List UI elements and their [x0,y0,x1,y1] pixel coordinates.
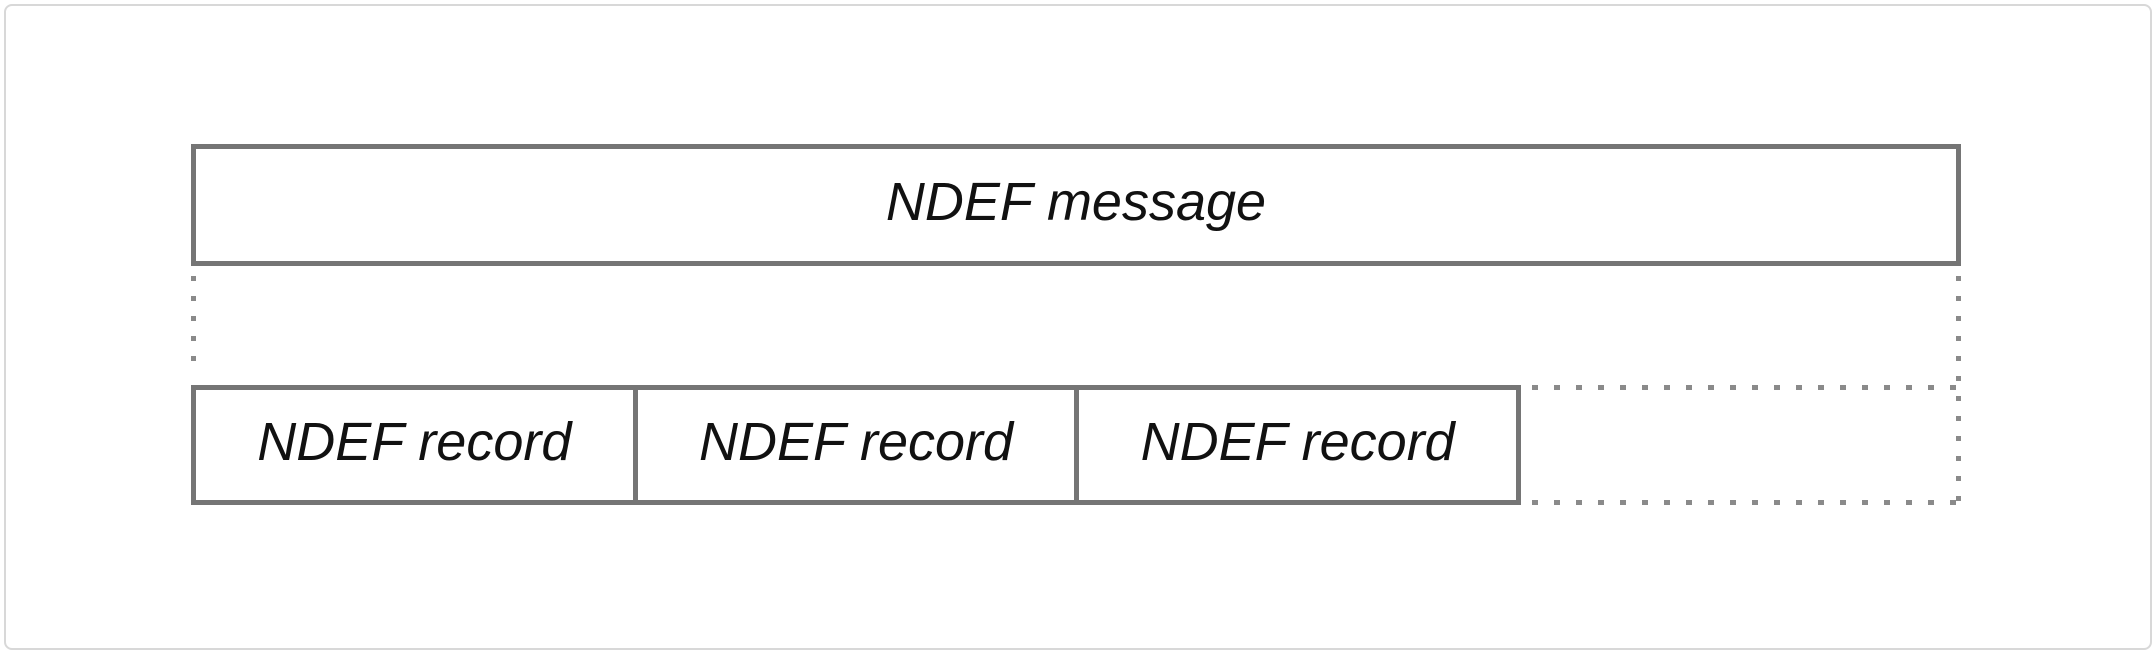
ndef-record-label: NDEF record [257,412,572,472]
ndef-record-box-1: NDEF record [191,385,638,505]
ndef-record-box-2: NDEF record [632,385,1080,505]
phantom-record-bottom-dotted-line [1532,500,1956,505]
left-dotted-connector-line [191,276,196,376]
right-dotted-connector-line [1956,276,1961,501]
ndef-record-label: NDEF record [698,412,1014,472]
ndef-record-label: NDEF record [1140,412,1455,472]
ndef-message-box: NDEF message [191,144,1961,266]
ndef-message-label: NDEF message [885,172,1267,232]
ndef-record-box-3: NDEF record [1074,385,1522,505]
ndef-records-row: NDEF record NDEF record NDEF record [191,385,1522,505]
outer-frame [4,4,2152,650]
phantom-record-top-dotted-line [1532,385,1956,390]
